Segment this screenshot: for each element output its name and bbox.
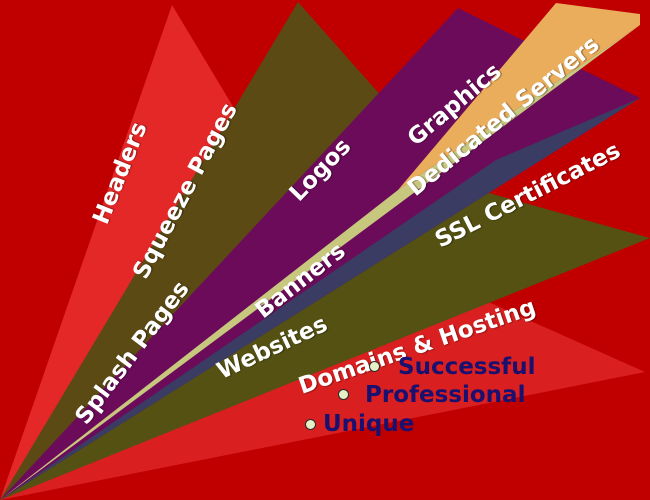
bullet-professional: [338, 389, 349, 400]
ray-orange: [398, 3, 640, 190]
ray-olive-lower: [0, 185, 650, 500]
bullet-successful: [369, 361, 380, 372]
bullet-unique: [305, 419, 316, 430]
ray-navy: [0, 98, 640, 500]
quality-unique: Unique: [323, 411, 415, 437]
quality-professional: Professional: [365, 382, 526, 408]
ray-tan: [0, 25, 640, 500]
ray-olive-upper: [0, 2, 460, 500]
quality-successful: Successful: [398, 354, 536, 380]
